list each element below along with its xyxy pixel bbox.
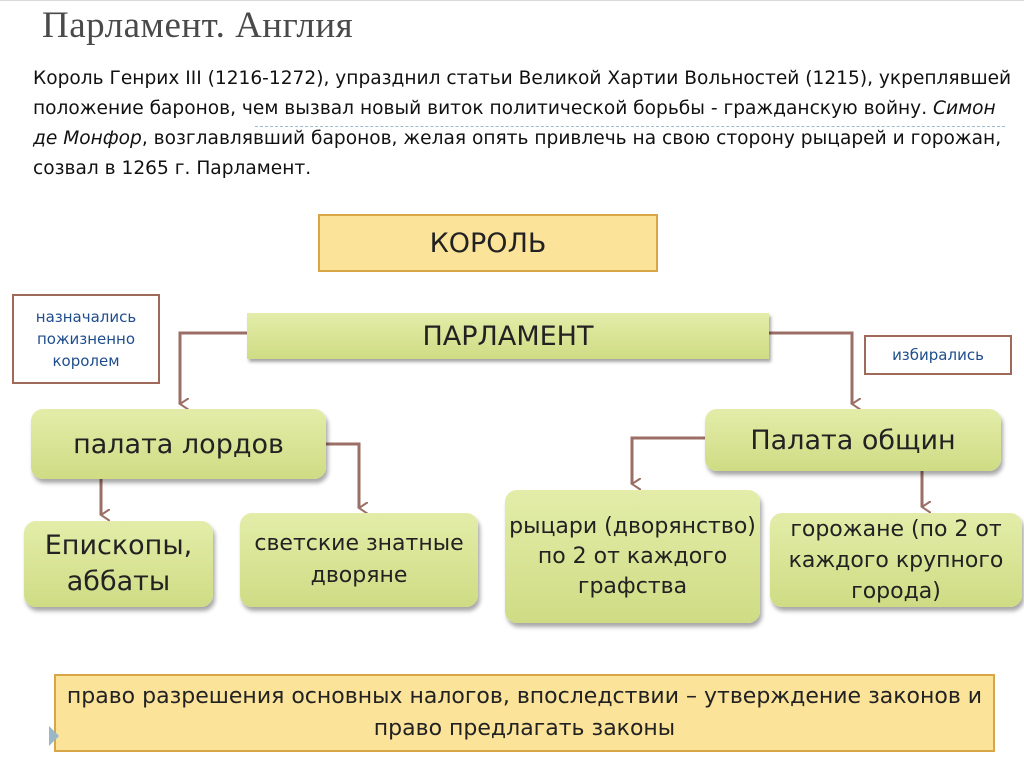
knights-box: рыцари (дворянство) по 2 от каждого граф… [505,490,760,623]
bishops-box: Епископы, аббаты [24,521,213,607]
slide-title: Парламент. Англия [42,5,354,46]
arrow-parliament-to-lords [180,331,247,404]
parliament-rights-box: право разрешения основных налогов, впосл… [54,674,995,752]
arrow-parliament-to-commons [769,331,852,404]
intro-paragraph: Король Генрих III (1216-1272), упразднил… [33,64,1018,184]
arrow-lords-to-nobles [326,442,359,508]
house-of-commons-box: Палата общин [705,409,1001,471]
intro-text-1: Король Генрих III (1216-1272), упразднил… [33,68,1012,119]
king-box: КОРОЛЬ [318,214,658,272]
townspeople-box: горожане (по 2 от каждого крупного город… [770,513,1022,607]
intro-text-italic: Симон де Монфор [33,98,996,149]
note-elected: избирались [864,335,1012,375]
intro-text-2: , возглавлявший баронов, желая опять при… [33,128,1002,179]
house-of-lords-box: палата лордов [31,409,326,479]
note-appointed: назначались пожизненно королем [12,294,160,384]
parliament-box: ПАРЛАМЕНТ [247,313,769,359]
arrow-commons-to-knights [632,436,705,484]
dashed-divider [255,126,1005,127]
top-rule [0,0,1024,1]
secular-nobles-box: светские знатные дворяне [240,513,478,607]
slide-nav-marker [49,726,59,746]
